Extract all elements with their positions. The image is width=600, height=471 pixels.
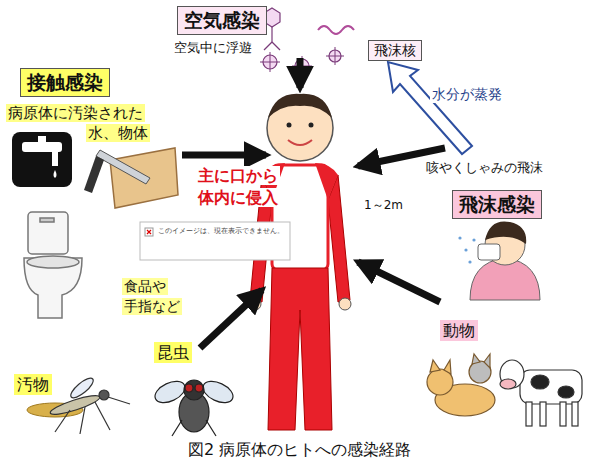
cat-icon: [427, 354, 495, 416]
route-label-box: 飛沫感染: [452, 190, 542, 219]
note-text: 水分が蒸発: [430, 86, 504, 103]
person-figure: [249, 94, 351, 430]
note-text: 空気中に浮遊: [172, 40, 254, 56]
route-label: 動物: [443, 321, 475, 340]
note-text: 水、物体: [86, 124, 150, 142]
note-text: このイメージは、現在表示できません。: [156, 227, 286, 235]
note-text: 主に口から: [196, 166, 280, 185]
virus-icons: [260, 8, 354, 76]
evaporation-arrow: [388, 62, 472, 154]
sneezing-person-icon: [458, 221, 540, 300]
route-label: 汚物: [17, 375, 49, 394]
fly-icon: [152, 377, 237, 436]
note-text: 病原体に汚染された: [6, 104, 145, 122]
route-label-box: 昆虫: [154, 342, 192, 363]
route-label-box: 汚物: [14, 374, 52, 395]
route-label-box: 動物: [440, 320, 478, 341]
route-arrows: [182, 58, 445, 348]
cutting-board-icon: [84, 148, 178, 208]
toilet-icon: [24, 212, 82, 318]
route-label-box: 接触感染: [20, 68, 110, 97]
route-label-box: 飛沫核: [368, 40, 422, 61]
route-label: 飛沫感染: [459, 193, 535, 216]
route-label: 空気感染: [184, 9, 260, 32]
route-label: 接触感染: [27, 71, 103, 94]
note-text: 食品や: [122, 278, 168, 295]
note-text: 1～2m: [362, 198, 405, 212]
note-text: 体内に侵入: [196, 188, 280, 207]
faucet-icon: [12, 132, 72, 187]
route-label: 飛沫核: [374, 42, 416, 59]
note-text: 手指など: [122, 298, 182, 315]
cow-icon: [500, 360, 582, 426]
mosquito-icon: [49, 375, 130, 434]
route-label: 昆虫: [157, 343, 189, 362]
note-text: 咳やくしゃみの飛沫: [424, 160, 545, 176]
route-label-box: 空気感染: [177, 6, 267, 35]
figure-caption: 図2 病原体のヒトへの感染経路: [188, 440, 411, 459]
missing-image-box: [140, 222, 290, 260]
